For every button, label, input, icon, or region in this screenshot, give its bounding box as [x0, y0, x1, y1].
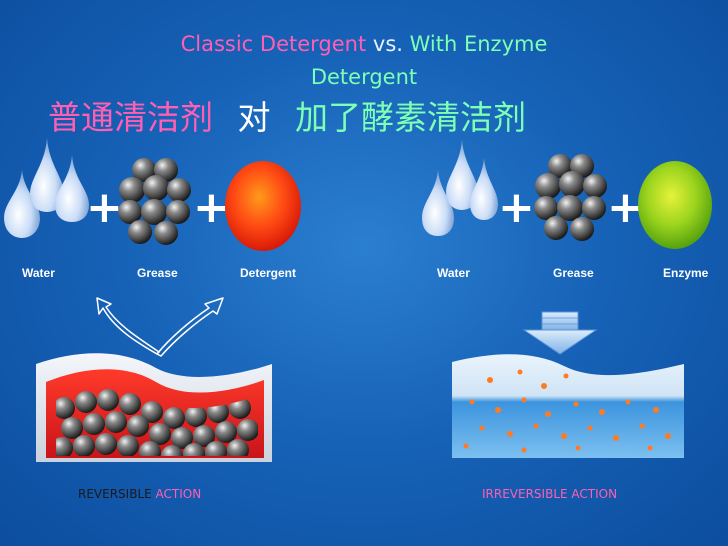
irreversible-action-label: IRREVERSIBLE ACTION [482, 487, 618, 501]
title-vs-cn: 对 [237, 98, 271, 137]
label-water-left: Water [22, 266, 55, 280]
title-enzyme-en-line2: Detergent [310, 65, 418, 89]
title-classic-en: Classic Detergent [180, 32, 367, 56]
label-water-right: Water [437, 266, 470, 280]
reversible-word: REVERSIBLE [78, 487, 152, 501]
plus-icon-right-2: + [607, 182, 644, 233]
action-word-left: ACTION [155, 487, 202, 501]
title-enzyme-cn: 加了酵素清洁剂 [295, 98, 526, 137]
irreversible-container [452, 354, 684, 458]
title-classic-cn: 普通清洁剂 [48, 98, 213, 137]
label-detergent: Detergent [240, 266, 297, 280]
title-vs-en: vs. [372, 32, 403, 56]
reversible-container [36, 353, 272, 462]
irreversible-arrow-icon [522, 311, 598, 355]
grease-cluster-icon-right [534, 154, 607, 241]
grease-cluster-icon-left [118, 158, 191, 245]
label-enzyme: Enzyme [663, 266, 709, 280]
reversible-action-label: REVERSIBLE ACTION [78, 487, 201, 501]
plus-icon-right-1: + [498, 182, 535, 233]
label-grease-left: Grease [137, 266, 178, 280]
title-english: Classic Detergent vs. With Enzyme Deterg… [0, 28, 728, 94]
water-droplets-icon-right [422, 140, 498, 236]
title-enzyme-en-line1: With Enzyme [409, 32, 548, 56]
plus-icon-left-2: + [193, 182, 230, 233]
label-grease-right: Grease [553, 266, 594, 280]
title-chinese: 普通清洁剂 对 加了酵素清洁剂 [48, 98, 526, 138]
enzyme-ball-icon [638, 161, 712, 249]
water-droplets-icon-left [4, 138, 89, 238]
detergent-ball-icon [225, 161, 301, 251]
plus-icon-left-1: + [86, 182, 123, 233]
reversible-arrows-icon [96, 297, 224, 357]
